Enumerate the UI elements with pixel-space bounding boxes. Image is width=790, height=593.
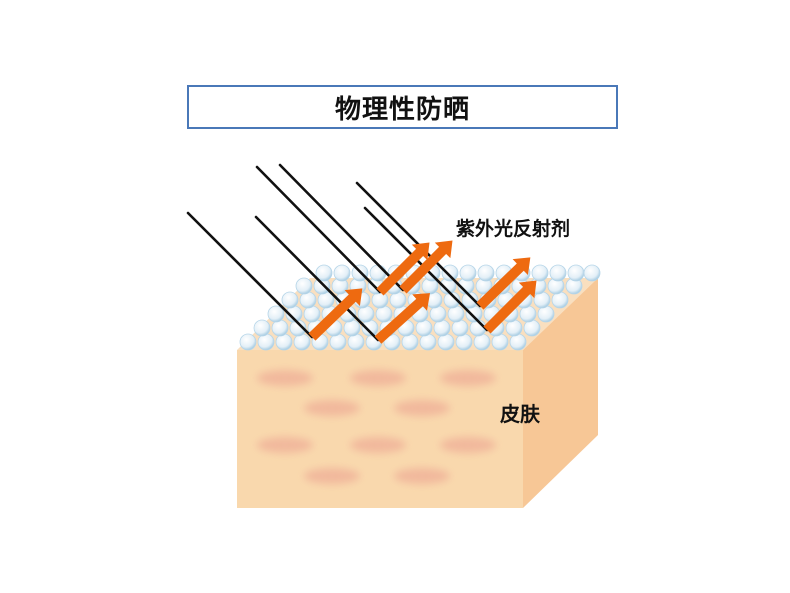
skin-cells — [257, 370, 496, 484]
skin-label: 皮肤 — [500, 402, 540, 426]
uv-ray — [254, 215, 380, 342]
reflected-arrow-icon — [476, 257, 531, 310]
reflected-arrow-icon — [374, 293, 431, 344]
uv-ray — [278, 163, 405, 292]
reflector-label: 紫外光反射剂 — [456, 218, 571, 240]
reflected-arrows — [308, 240, 537, 344]
reflected-arrow-icon — [308, 288, 363, 341]
uv-ray — [186, 211, 314, 339]
reflected-arrow-icon — [399, 240, 453, 294]
uv-ray — [255, 165, 382, 294]
reflected-arrow-icon — [483, 280, 537, 334]
reflected-arrow-icon — [376, 242, 430, 296]
diagram-title: 物理性防晒 — [334, 94, 470, 125]
skin-side-face — [523, 278, 598, 508]
title-box: 物理性防晒 — [187, 85, 618, 129]
